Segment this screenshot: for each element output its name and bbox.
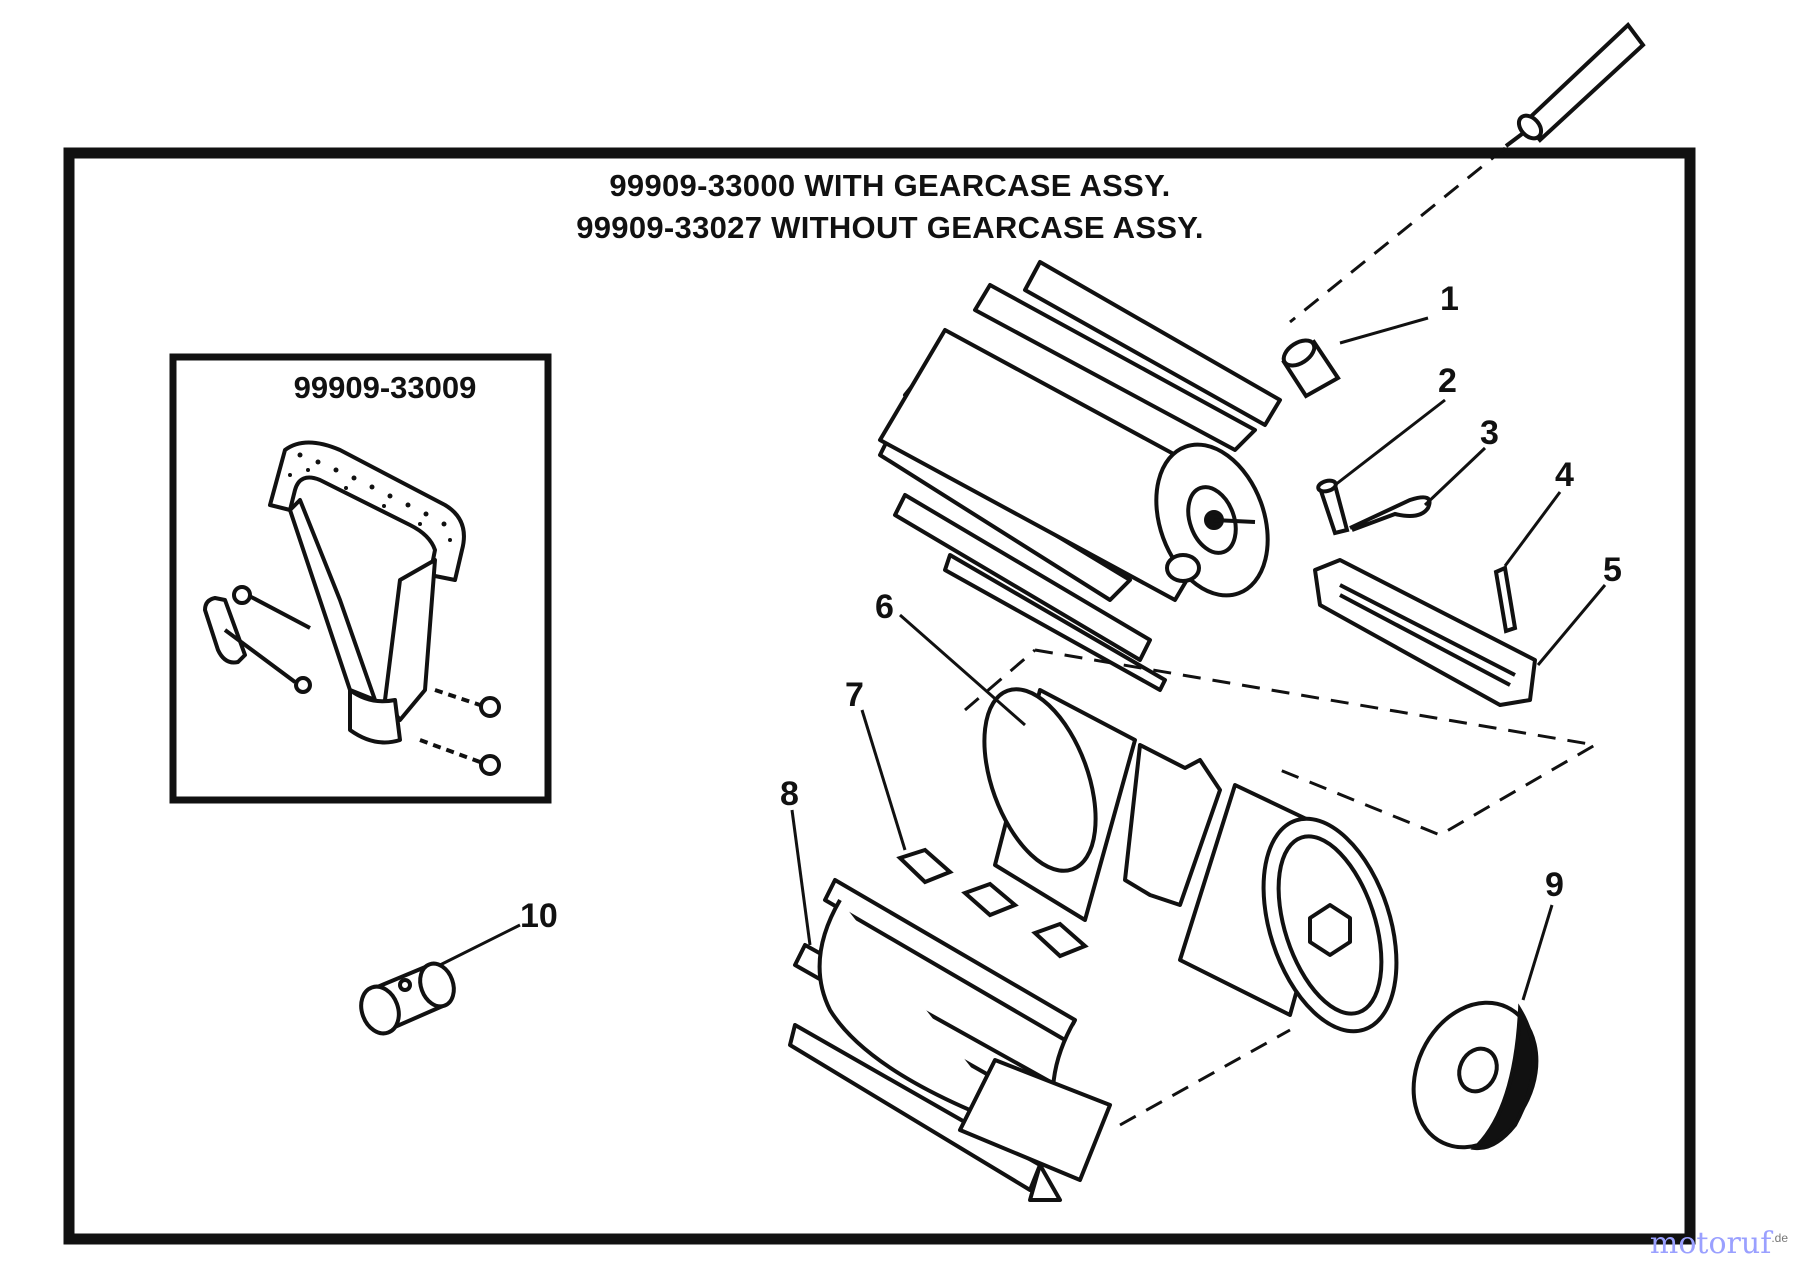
part-7-pads — [896, 847, 1089, 959]
callout-4: 4 — [1555, 456, 1574, 494]
callout-9: 9 — [1545, 866, 1564, 904]
watermark-main: motoruf — [1649, 1226, 1772, 1261]
part-3-clip — [1349, 495, 1432, 532]
leader-4 — [1503, 491, 1562, 567]
shell-dashed-line — [1119, 1028, 1291, 1127]
callout-8: 8 — [780, 775, 799, 813]
callout-3: 3 — [1480, 414, 1499, 452]
inset-frame — [169, 353, 552, 804]
leader-9 — [1521, 904, 1554, 1001]
diagram-title-line-2: 99909-33027 WITHOUT GEARCASE ASSY. — [576, 210, 1204, 245]
inset-title: 99909-33009 — [293, 370, 477, 405]
part-2-pin — [1316, 478, 1350, 536]
leader-5 — [1536, 584, 1607, 666]
part-5-bracket — [1313, 558, 1537, 707]
leader-6 — [899, 613, 1026, 727]
part-9-washer — [1411, 1000, 1539, 1151]
part-8-half-shell — [788, 878, 1112, 1202]
watermark: motoruf.de — [1650, 1226, 1788, 1261]
callout-7: 7 — [845, 676, 864, 714]
inset-handle-drawing — [203, 440, 501, 776]
main-frame — [63, 147, 1696, 1245]
leader-lines — [439, 316, 1607, 1001]
watermark-suffix: .de — [1771, 1231, 1788, 1245]
leader-8 — [790, 809, 812, 946]
part-1-sleeve — [1281, 338, 1341, 399]
leader-1 — [1339, 316, 1429, 345]
upper-rotor-drawing — [878, 260, 1282, 692]
leader-2 — [1334, 398, 1446, 487]
callout-5: 5 — [1603, 551, 1622, 589]
callout-6: 6 — [875, 588, 894, 626]
diagram-title-line-1: 99909-33000 WITH GEARCASE ASSY. — [609, 168, 1171, 203]
callout-1: 1 — [1440, 280, 1459, 318]
roller-dashed-outline — [1034, 648, 1600, 837]
callout-2: 2 — [1438, 362, 1457, 400]
part-10-bushing — [359, 961, 456, 1036]
part-4-roll-pin — [1493, 565, 1518, 634]
leader-10 — [439, 923, 521, 967]
shaft-centerline — [1289, 146, 1506, 324]
leader-3 — [1423, 446, 1487, 507]
leader-7 — [860, 709, 907, 851]
roller-dashed-outline-left — [964, 648, 1036, 712]
callout-10: 10 — [520, 897, 558, 935]
shaft-drawing — [1504, 22, 1646, 148]
part-6-roller — [982, 687, 1399, 1034]
inset-handle-grip-texture — [288, 452, 452, 542]
